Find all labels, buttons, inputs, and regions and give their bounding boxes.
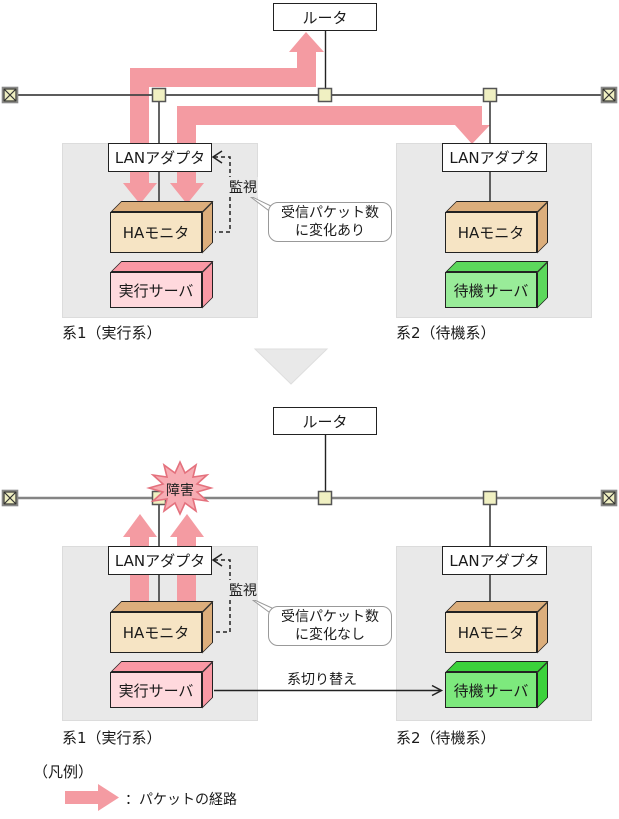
callout-line2: に変化あり bbox=[295, 223, 365, 239]
box-top-face bbox=[445, 601, 548, 612]
network-tap-icon bbox=[317, 490, 333, 506]
system2-lan-adapter-box: LANアダプタ bbox=[442, 546, 547, 575]
system1-lan-adapter-box: LANアダプタ bbox=[108, 546, 212, 575]
packet-route-legend-icon bbox=[65, 784, 119, 811]
lan-adapter-label: LANアダプタ bbox=[449, 552, 540, 570]
network-tap-icon bbox=[317, 87, 333, 103]
network-terminator-icon bbox=[600, 86, 618, 104]
network-terminator-icon bbox=[600, 489, 618, 507]
system2-standby-server-box: 待機サーバ bbox=[445, 261, 548, 308]
box-front-face: HAモニタ bbox=[110, 212, 202, 253]
network-tap-icon bbox=[482, 87, 498, 103]
standby-server-label: 待機サーバ bbox=[453, 681, 529, 700]
box-top-face bbox=[110, 601, 213, 612]
monitor-label: 監視 bbox=[228, 580, 258, 600]
system1-ha-monitor-box: HAモニタ bbox=[110, 201, 213, 253]
box-front-face: HAモニタ bbox=[110, 612, 202, 653]
box-front-face: 実行サーバ bbox=[110, 672, 202, 708]
box-top-face bbox=[110, 261, 213, 272]
callout-line2: に変化なし bbox=[295, 627, 365, 643]
exec-server-label: 実行サーバ bbox=[118, 281, 194, 300]
box-top-face bbox=[445, 661, 548, 672]
box-front-face: 待機サーバ bbox=[445, 672, 537, 708]
monitor-label: 監視 bbox=[228, 177, 258, 197]
box-front-face: 待機サーバ bbox=[445, 272, 537, 308]
switchover-label: 系切り替え bbox=[287, 672, 357, 688]
system1-ha-monitor-box: HAモニタ bbox=[110, 601, 213, 653]
router-box: ルータ bbox=[273, 3, 377, 31]
ha-monitor-label: HAモニタ bbox=[122, 624, 190, 642]
ha-monitor-label: HAモニタ bbox=[122, 224, 190, 242]
router-label: ルータ bbox=[302, 8, 348, 27]
system2-standby-server-box: 待機サーバ bbox=[445, 661, 548, 708]
system1-lan-adapter-box: LANアダプタ bbox=[108, 143, 212, 172]
standby-server-label: 待機サーバ bbox=[453, 281, 529, 300]
system1-caption-after: 系1（実行系） bbox=[62, 729, 162, 747]
system2-caption-before: 系2（待機系） bbox=[396, 324, 496, 342]
lan-adapter-label: LANアダプタ bbox=[114, 149, 206, 167]
box-front-face: 実行サーバ bbox=[110, 272, 202, 308]
router-box: ルータ bbox=[273, 407, 377, 435]
network-terminator-icon bbox=[1, 489, 19, 507]
lan-adapter-label: LANアダプタ bbox=[114, 552, 206, 570]
router-label: ルータ bbox=[302, 412, 348, 431]
callout-line1: 受信パケット数 bbox=[281, 609, 379, 625]
packet-change-callout-before: 受信パケット数 に変化あり bbox=[268, 202, 392, 242]
system2-lan-adapter-box: LANアダプタ bbox=[442, 143, 547, 172]
network-tap-icon bbox=[151, 87, 167, 103]
box-front-face: HAモニタ bbox=[445, 612, 537, 653]
system1-exec-server-box: 実行サーバ bbox=[110, 261, 213, 308]
system1-exec-server-box: 実行サーバ bbox=[110, 661, 213, 708]
network-tap-icon bbox=[482, 490, 498, 506]
box-top-face bbox=[445, 261, 548, 272]
ha-monitor-label: HAモニタ bbox=[457, 624, 525, 642]
callout-line1: 受信パケット数 bbox=[281, 205, 379, 221]
box-top-face bbox=[110, 661, 213, 672]
network-terminator-icon bbox=[1, 86, 19, 104]
system1-caption-before: 系1（実行系） bbox=[62, 324, 162, 342]
system2-caption-after: 系2（待機系） bbox=[396, 729, 496, 747]
state-transition-arrow bbox=[253, 348, 329, 385]
box-front-face: HAモニタ bbox=[445, 212, 537, 253]
system2-ha-monitor-box: HAモニタ bbox=[445, 201, 548, 253]
lan-adapter-label: LANアダプタ bbox=[449, 149, 540, 167]
exec-server-label: 実行サーバ bbox=[118, 681, 194, 700]
ha-monitor-label: HAモニタ bbox=[457, 224, 525, 242]
packet-change-callout-after: 受信パケット数 に変化なし bbox=[268, 606, 392, 646]
box-top-face bbox=[445, 201, 548, 212]
system2-ha-monitor-box: HAモニタ bbox=[445, 601, 548, 653]
legend-packet-route-label: ：パケットの経路 bbox=[125, 792, 237, 808]
legend-title: （凡例） bbox=[33, 763, 94, 781]
failure-label: 障害 bbox=[166, 483, 194, 499]
box-top-face bbox=[110, 201, 213, 212]
